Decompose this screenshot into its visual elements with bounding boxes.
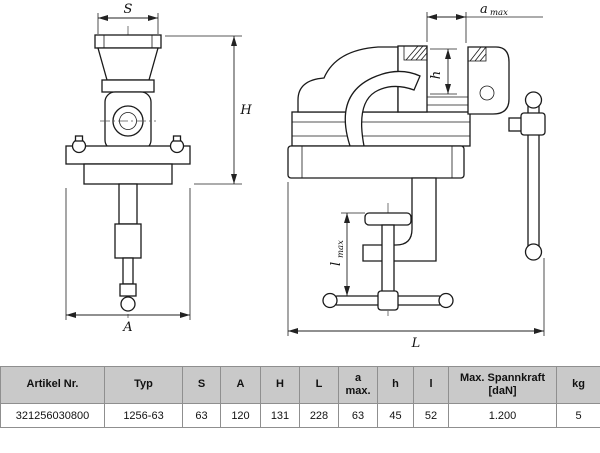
side-view: a max h l max L — [287, 2, 546, 351]
dim-label-A: A — [122, 320, 132, 335]
dim-h: h — [429, 48, 457, 95]
col-artikel-nr: Artikel Nr. — [0, 366, 105, 404]
cell-a-max: 63 — [338, 403, 378, 428]
handle-ball-front — [120, 296, 136, 312]
base-pedestal — [83, 163, 173, 185]
jaw-cup — [97, 47, 159, 81]
col-spannkraft: Max. Spannkraft [daN] — [448, 366, 557, 404]
header-row: Artikel Nr. Typ S A H L a max. h l Max. … — [0, 366, 600, 404]
clamp-screw-side — [322, 203, 454, 316]
cell-kg: 5 — [556, 403, 600, 428]
col-kg: kg — [556, 366, 600, 404]
dim-label-a-max: max — [490, 8, 508, 18]
col-a-max: a max. — [338, 366, 378, 404]
cell-h: 45 — [377, 403, 414, 428]
curved-lever-arm — [344, 70, 421, 147]
front-jaw-assembly — [94, 34, 162, 93]
handle-collar — [520, 112, 546, 136]
t-handle-boss — [377, 290, 399, 311]
col-l: l — [413, 366, 449, 404]
mounting-base — [65, 135, 191, 185]
dim-l-max: l max — [329, 212, 365, 296]
dim-a-max: a max — [426, 2, 543, 43]
dim-A: A — [65, 188, 191, 335]
spec-table: Artikel Nr. Typ S A H L a max. h l Max. … — [0, 366, 600, 428]
dim-H: H — [165, 35, 252, 185]
cell-artikel-nr: 321256030800 — [0, 403, 105, 428]
cell-S: 63 — [182, 403, 221, 428]
screw-pad — [364, 212, 412, 226]
front-jaw-side — [467, 46, 510, 115]
front-view: S A H — [65, 2, 252, 335]
dim-label-h: h — [429, 71, 444, 79]
col-S: S — [182, 366, 221, 404]
screw-shaft — [381, 224, 395, 298]
spindle — [427, 96, 468, 106]
cell-A: 120 — [220, 403, 261, 428]
cell-spannkraft: 1.200 — [448, 403, 557, 428]
cell-l: 52 — [413, 403, 449, 428]
handle-ball-top — [524, 91, 543, 109]
dim-label-L: L — [411, 336, 421, 351]
dim-L: L — [287, 182, 545, 351]
screw-boss — [114, 223, 142, 259]
vise-body-side — [297, 46, 399, 113]
handle-ball-bottom — [524, 243, 543, 261]
dim-label-l: l — [329, 262, 344, 266]
col-h: h — [377, 366, 414, 404]
cell-typ: 1256-63 — [104, 403, 183, 428]
top-jaw-plate — [94, 34, 162, 49]
cell-H: 131 — [260, 403, 300, 428]
t-handle-ball-right — [438, 292, 454, 309]
spindle-hole — [479, 85, 495, 101]
dim-label-a: a — [480, 2, 488, 17]
t-handle-ball-left — [322, 292, 338, 309]
col-A: A — [220, 366, 261, 404]
pivot-housing — [100, 91, 156, 151]
dim-label-H: H — [239, 103, 252, 118]
dim-label-l-max: max — [336, 240, 346, 258]
clamp-screw-front — [114, 183, 142, 312]
dim-S: S — [97, 2, 159, 34]
cell-L: 228 — [299, 403, 339, 428]
spindle-handle — [508, 91, 546, 261]
dim-label-S: S — [124, 2, 133, 17]
jaw-step — [101, 79, 155, 93]
col-typ: Typ — [104, 366, 183, 404]
technical-drawing: S A H — [65, 2, 546, 351]
col-L: L — [299, 366, 339, 404]
slide-rail — [291, 111, 471, 147]
table-row: 321256030800 1256-63 63 120 131 228 63 4… — [0, 403, 600, 428]
col-H: H — [260, 366, 300, 404]
base-plate-side — [287, 145, 465, 179]
